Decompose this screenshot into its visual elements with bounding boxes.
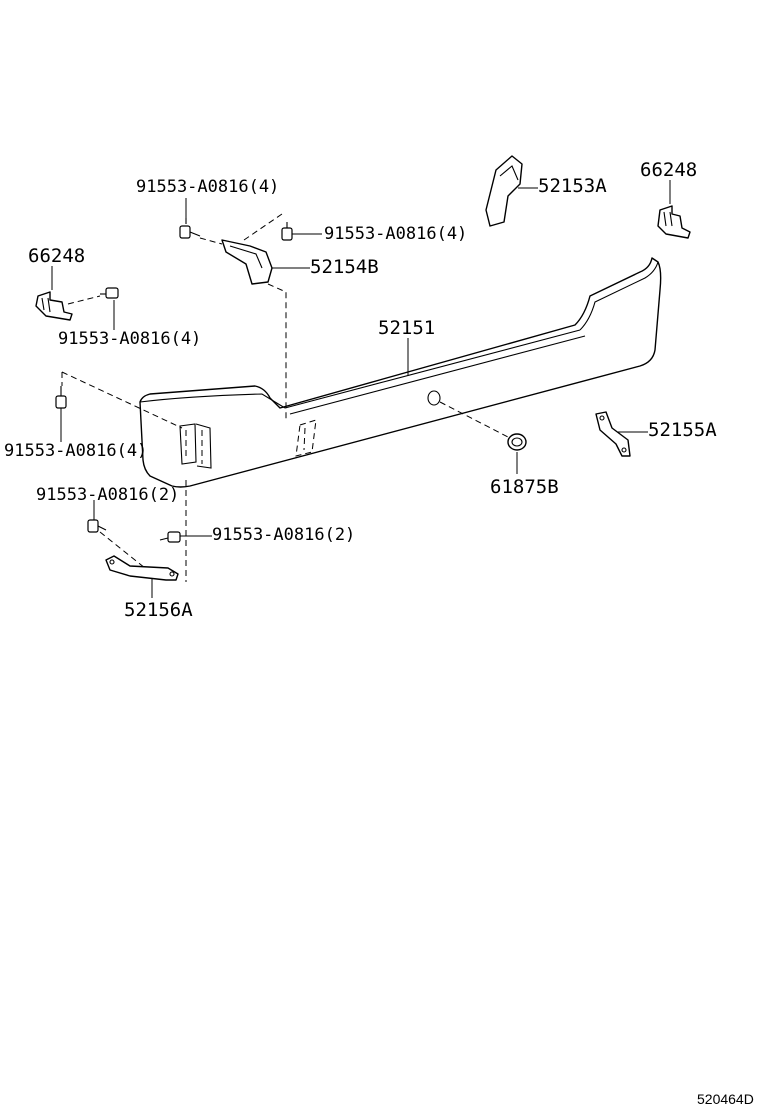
screw-e-icon: [87, 519, 107, 533]
label-61875B: 61875B: [490, 476, 559, 498]
clip-right: [657, 205, 691, 239]
screw-f-icon: [159, 531, 181, 543]
hole-plug: [507, 433, 527, 451]
screw-d-icon: [55, 386, 67, 409]
clip-left: [35, 291, 73, 321]
label-screw-e: 91553-A0816(2): [36, 485, 179, 505]
lower-left-bracket: [105, 555, 179, 581]
label-66248-right: 66248: [640, 159, 697, 181]
label-52151: 52151: [378, 317, 435, 339]
reference-code: 520464D: [697, 1091, 754, 1107]
screw-b-icon: [281, 222, 293, 241]
right-side-bracket: [595, 411, 631, 457]
label-66248-left: 66248: [28, 245, 85, 267]
screw-a-icon: [179, 218, 201, 239]
label-screw-f: 91553-A0816(2): [212, 525, 355, 545]
label-screw-a: 91553-A0816(4): [136, 177, 279, 197]
label-52155A: 52155A: [648, 419, 717, 441]
label-52153A: 52153A: [538, 175, 607, 197]
upper-right-retainer: [485, 155, 523, 227]
label-screw-d: 91553-A0816(4): [4, 441, 147, 461]
label-52156A: 52156A: [124, 599, 193, 621]
screw-c-icon: [100, 287, 119, 299]
upper-left-retainer: [221, 239, 273, 285]
label-screw-c: 91553-A0816(4): [58, 329, 201, 349]
label-screw-b: 91553-A0816(4): [324, 224, 467, 244]
bumper-cover: [139, 257, 662, 488]
label-52154B: 52154B: [310, 256, 379, 278]
